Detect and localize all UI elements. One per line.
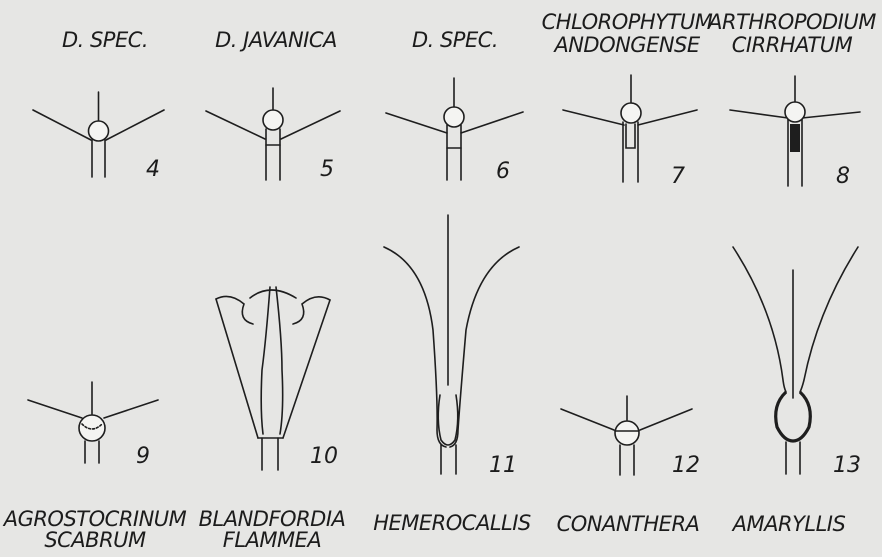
number-fig11: 11 — [489, 453, 517, 478]
figure-10-drawing — [216, 287, 330, 470]
label-fig11: HEMEROCALLIS — [373, 511, 531, 535]
number-fig7: 7 — [671, 164, 685, 189]
figure-13-drawing — [733, 247, 858, 474]
figure-11-drawing — [384, 215, 519, 474]
label-fig7-line2: ANDONGENSE — [552, 33, 701, 57]
figure-4-drawing — [33, 92, 164, 177]
number-fig6: 6 — [496, 159, 510, 184]
label-fig9-line2: SCABRUM — [44, 528, 146, 552]
number-fig5: 5 — [320, 157, 334, 182]
label-fig12: CONANTHERA — [557, 512, 700, 536]
number-fig8: 8 — [836, 164, 850, 189]
number-fig12: 12 — [672, 453, 700, 478]
label-fig4: D. SPEC. — [62, 28, 148, 52]
label-fig6: D. SPEC. — [412, 28, 498, 52]
label-fig10-line2: FLAMMEA — [223, 528, 322, 552]
label-fig8-line2: CIRRHATUM — [732, 33, 853, 57]
number-fig9: 9 — [136, 444, 150, 469]
label-fig13: AMARYLLIS — [731, 512, 846, 536]
label-fig5: D. JAVANICA — [215, 28, 337, 52]
number-fig4: 4 — [146, 157, 160, 182]
label-fig7-line1: CHLOROPHYTUM — [542, 10, 713, 34]
label-fig8-line1: ARTHROPODIUM — [706, 10, 876, 34]
number-fig13: 13 — [833, 453, 861, 478]
number-fig10: 10 — [310, 444, 338, 469]
